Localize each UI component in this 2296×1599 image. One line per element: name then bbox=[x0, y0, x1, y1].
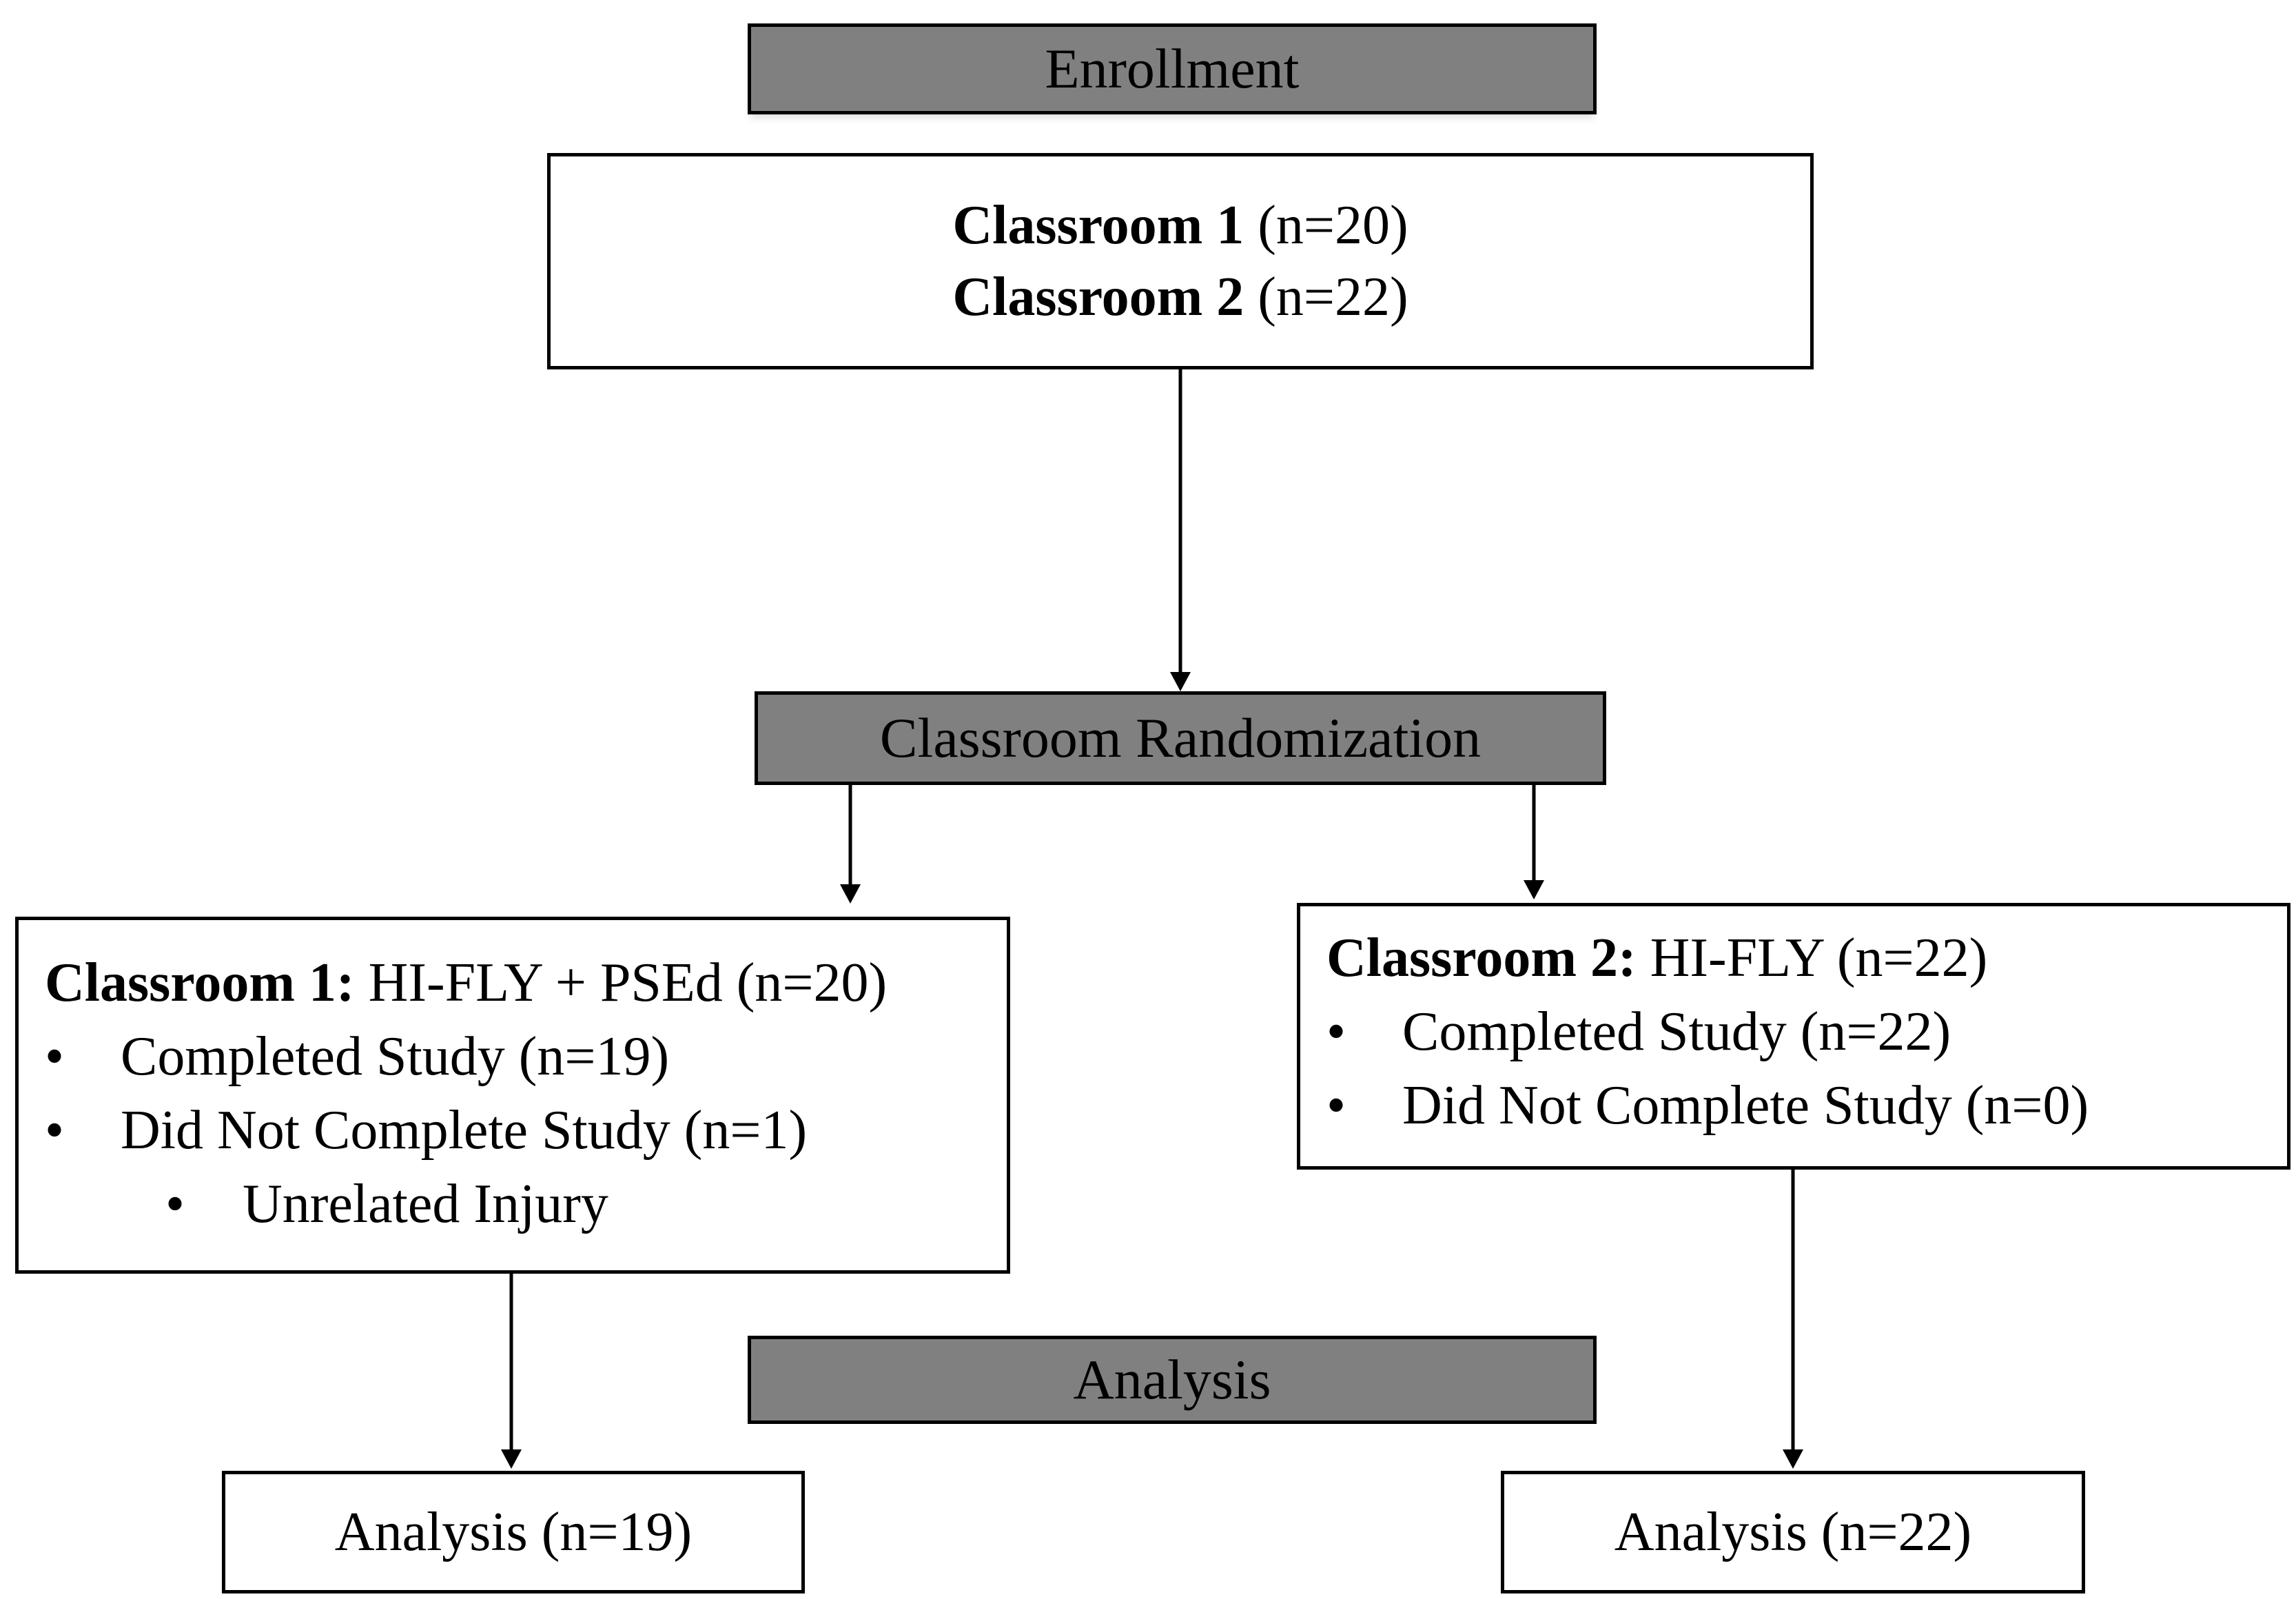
group-2-box: Classroom 2: HI-FLY (n=22) • Completed S… bbox=[1297, 903, 2290, 1170]
randomization-header: Classroom Randomization bbox=[755, 691, 1606, 785]
group-1-title: Classroom 1: HI-FLY + PSEd (n=20) bbox=[45, 946, 1007, 1020]
bullet-marker: • bbox=[1326, 1001, 1346, 1062]
arrowhead-group1 bbox=[840, 884, 861, 904]
group-1-item-not-completed-text: Did Not Complete Study (n=1) bbox=[121, 1100, 808, 1161]
arrowhead-group2 bbox=[1524, 880, 1544, 899]
enrollment-label: Enrollment bbox=[1045, 37, 1300, 100]
arrowhead-analysis2 bbox=[1783, 1449, 1803, 1469]
analysis-1-text: Analysis (n=19) bbox=[334, 1501, 693, 1562]
group-2-item-completed: • Completed Study (n=22) bbox=[1326, 995, 2287, 1069]
analysis-label: Analysis bbox=[1073, 1348, 1271, 1411]
analysis-2-text: Analysis (n=22) bbox=[1614, 1501, 1972, 1562]
arrowhead-randomization bbox=[1170, 672, 1191, 691]
enrollment-classroom-2-name: Classroom 2 bbox=[952, 267, 1244, 327]
group-1-box: Classroom 1: HI-FLY + PSEd (n=20) • Comp… bbox=[15, 917, 1010, 1274]
analysis-2-box: Analysis (n=22) bbox=[1501, 1471, 2085, 1593]
group-2-title-detail: HI-FLY (n=22) bbox=[1636, 928, 1988, 988]
bullet-marker: • bbox=[1326, 1075, 1346, 1136]
group-1-item-completed-text: Completed Study (n=19) bbox=[121, 1026, 670, 1087]
analysis-1-box: Analysis (n=19) bbox=[222, 1471, 805, 1593]
enrollment-box: Classroom 1 (n=20) Classroom 2 (n=22) bbox=[547, 153, 1814, 369]
group-2-item-not-completed-text: Did Not Complete Study (n=0) bbox=[1402, 1075, 2089, 1136]
group-2-item-completed-text: Completed Study (n=22) bbox=[1402, 1001, 1951, 1062]
group-1-item-not-completed: • Did Not Complete Study (n=1) bbox=[45, 1094, 1007, 1168]
group-1-title-detail: HI-FLY + PSEd (n=20) bbox=[354, 953, 888, 1013]
group-2-title-name: Classroom 2: bbox=[1326, 928, 1637, 988]
sub-bullet-marker: • bbox=[165, 1174, 185, 1234]
group-1-subitem-reason: • Unrelated Injury bbox=[45, 1168, 1007, 1241]
group-1-subitem-reason-text: Unrelated Injury bbox=[243, 1174, 608, 1234]
bullet-marker: • bbox=[45, 1026, 65, 1087]
group-2-item-not-completed: • Did Not Complete Study (n=0) bbox=[1326, 1069, 2287, 1143]
bullet-marker: • bbox=[45, 1100, 65, 1161]
analysis-header: Analysis bbox=[748, 1336, 1597, 1424]
group-2-title: Classroom 2: HI-FLY (n=22) bbox=[1326, 921, 2287, 995]
randomization-label: Classroom Randomization bbox=[879, 706, 1482, 769]
enrollment-classroom-2-count: (n=22) bbox=[1244, 267, 1408, 327]
group-1-title-name: Classroom 1: bbox=[45, 953, 355, 1013]
enrollment-classroom-1-name: Classroom 1 bbox=[952, 195, 1244, 256]
enrollment-line-classroom-2: Classroom 2 (n=22) bbox=[952, 261, 1408, 333]
arrowhead-analysis1 bbox=[501, 1449, 522, 1469]
enrollment-classroom-1-count: (n=20) bbox=[1244, 195, 1408, 256]
group-1-item-completed: • Completed Study (n=19) bbox=[45, 1020, 1007, 1094]
enrollment-line-classroom-1: Classroom 1 (n=20) bbox=[952, 190, 1408, 261]
enrollment-header: Enrollment bbox=[748, 23, 1597, 114]
